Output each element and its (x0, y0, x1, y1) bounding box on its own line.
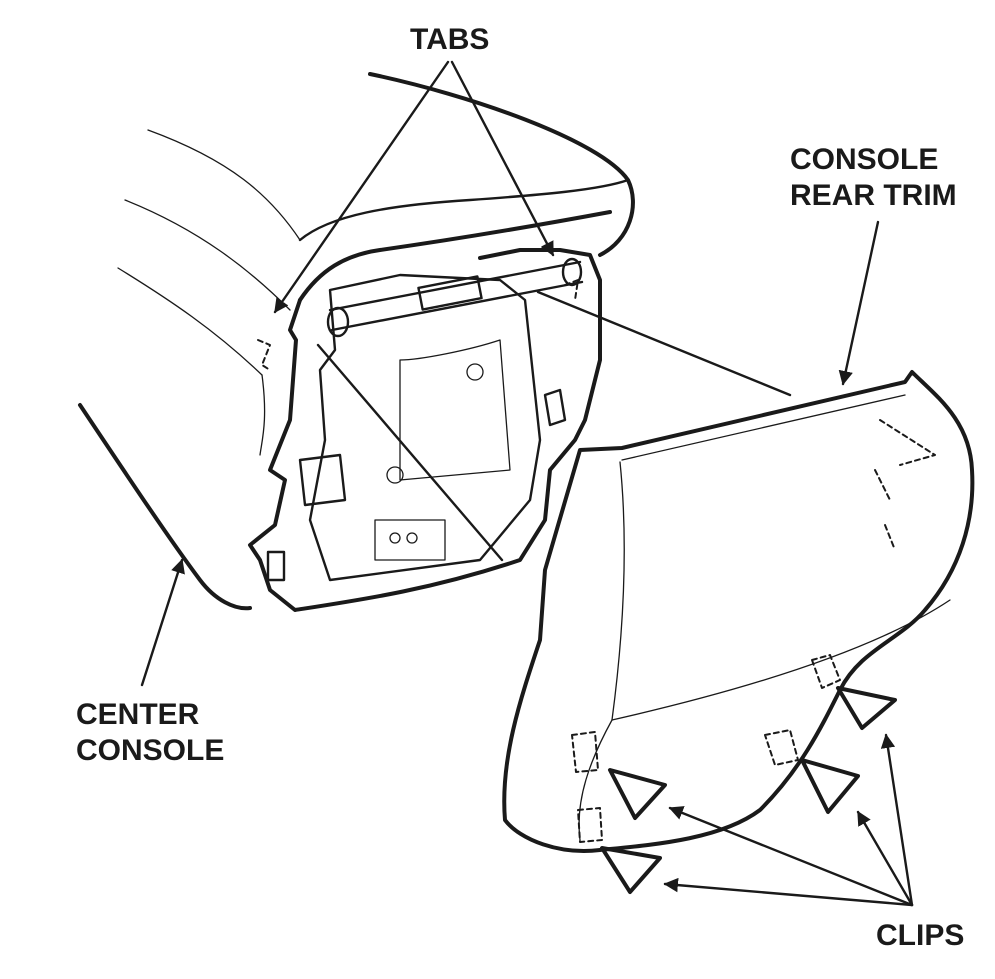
clip-marker-3 (608, 768, 667, 820)
console-body-line-2 (124, 199, 291, 311)
leader-arrows (140, 60, 914, 907)
label-console-rear-trim-line-2: REAR TRIM (790, 179, 957, 212)
clip-outline-2 (764, 729, 799, 766)
interior-rib-1 (399, 339, 511, 481)
hinge-rod (328, 260, 582, 312)
tabs-arrow-right (450, 60, 555, 257)
armrest-lid-edge (298, 210, 612, 302)
clips-arrow-2 (856, 810, 914, 907)
armrest-lid-lower (298, 178, 630, 242)
rear-trim-crease-top (621, 394, 906, 461)
alignment-line-upper (536, 290, 792, 397)
label-clips: CLIPS (876, 918, 964, 954)
clips-arrow-4 (663, 877, 914, 907)
mount-bracket-right (543, 388, 567, 427)
console-inner-panel (308, 273, 542, 582)
clip-marker-2 (800, 758, 860, 814)
hinge-rod-2 (330, 280, 584, 332)
rear-trim-arrow (838, 220, 880, 386)
hinge-end-left (326, 306, 350, 338)
center-console-arrow (140, 558, 185, 687)
trim-dashed-3 (884, 524, 896, 551)
label-center-console-line-2: CONSOLE (76, 734, 225, 767)
clip-markers (600, 686, 897, 894)
mount-clip-lower (266, 550, 286, 582)
clips-arrow-3 (668, 806, 914, 907)
clips-arrow-1 (880, 733, 914, 907)
alignment-line-lower (316, 343, 504, 562)
socket-hole-1 (389, 532, 401, 544)
rear-trim-crease-side (611, 461, 625, 721)
label-console-rear-trim-line-1: CONSOLE (790, 143, 939, 176)
mount-bracket-left (298, 453, 347, 507)
interior-boss-1 (466, 363, 484, 381)
clip-marker-1 (836, 686, 897, 730)
label-clips-text: CLIPS (876, 919, 965, 952)
console-rear-trim-drawing (502, 370, 975, 853)
label-tabs-text: TABS (410, 23, 490, 56)
trim-dashed-2 (874, 469, 891, 501)
trim-dashed-1 (879, 419, 936, 466)
tab-dashed-right (564, 279, 579, 301)
center-console-drawing (78, 72, 635, 612)
console-body-line-1 (147, 129, 301, 241)
clip-outline-3 (571, 731, 599, 773)
tab-dashed-left (257, 339, 271, 371)
label-console-rear-trim: CONSOLE REAR TRIM (790, 142, 957, 214)
console-outer-left (78, 403, 252, 611)
rear-trim-crease-lower (611, 599, 951, 721)
clip-marker-4 (600, 846, 662, 894)
label-tabs: TABS (410, 22, 489, 58)
interior-socket (374, 519, 446, 561)
socket-hole-2 (406, 532, 418, 544)
clip-outline-1 (811, 654, 841, 689)
armrest-lid-top (368, 72, 635, 257)
tabs-arrow-left (273, 60, 450, 314)
rear-trim-outline (502, 370, 975, 853)
label-center-console: CENTER CONSOLE (76, 697, 224, 769)
console-body-line-3 (117, 267, 263, 376)
console-rear-face-outline (248, 248, 602, 612)
label-center-console-line-1: CENTER (76, 698, 200, 731)
console-body-line-4 (259, 374, 266, 456)
hinge-end-right (561, 257, 583, 287)
clip-outline-4 (577, 807, 603, 843)
hinge-collar (417, 275, 483, 311)
interior-boss-2 (386, 466, 404, 484)
